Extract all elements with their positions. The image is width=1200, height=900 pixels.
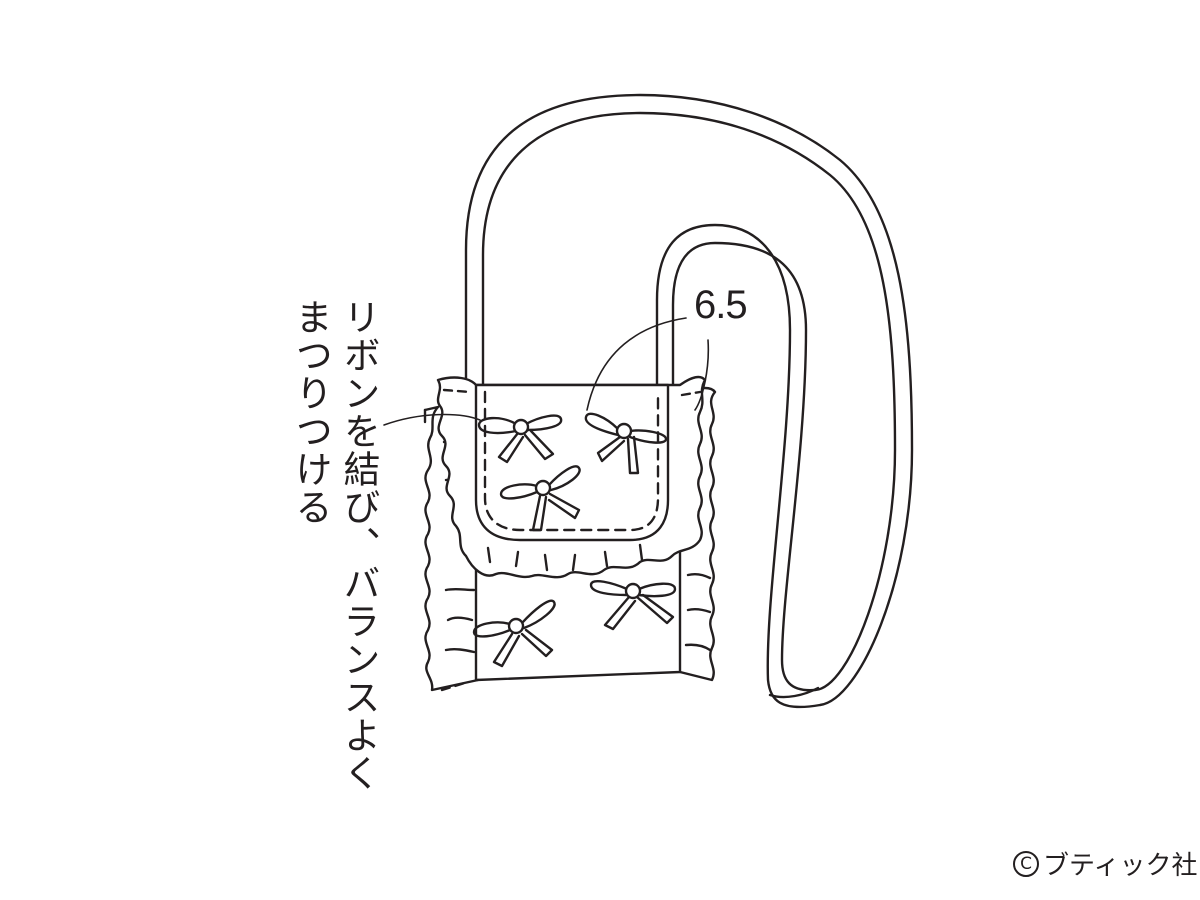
side-frill-right xyxy=(678,386,717,682)
ribbon-bow xyxy=(584,412,668,475)
ribbon-bow xyxy=(472,599,556,668)
publisher-name: ブティック社 xyxy=(1043,851,1198,881)
leader-lines xyxy=(383,317,710,426)
copyright-icon: C xyxy=(1013,850,1039,877)
instruction-text-line1: リボンを結び、バランスよく xyxy=(337,298,380,792)
ribbon-bow xyxy=(477,414,563,464)
instruction-text-line2: まつりつける xyxy=(289,298,332,526)
ribbon-bow xyxy=(499,465,581,532)
ribbon-bow xyxy=(589,579,677,631)
copyright-credit: C ブティック社 xyxy=(1013,845,1197,882)
dimension-label: 6.5 xyxy=(694,283,748,327)
shoulder-strap xyxy=(464,93,914,709)
